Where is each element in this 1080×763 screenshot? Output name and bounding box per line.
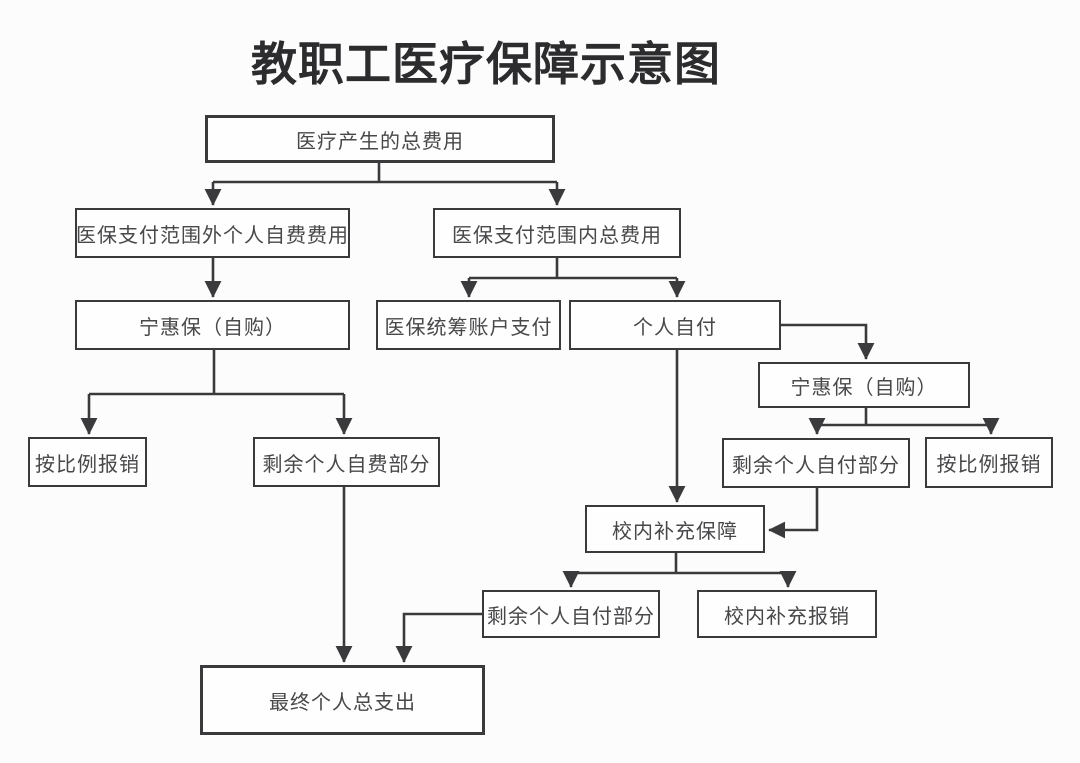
node-remaining-self-paid-bottom-label: 剩余个人自付部分 (487, 605, 655, 628)
node-pooled-account-label: 医保统筹账户支付 (384, 316, 553, 339)
node-pooled-account-pay: 医保统筹账户支付 (376, 300, 561, 350)
node-school-security-label: 校内补充保障 (612, 520, 738, 543)
node-reimburse-right-label: 按比例报销 (936, 454, 1042, 476)
node-out-of-scope-self-funded: 医保支付范围外个人自费费用 (75, 208, 350, 258)
node-school-supplementary-security: 校内补充保障 (585, 505, 765, 553)
edge-in-scope-split (460, 258, 686, 298)
node-in-scope-label: 医保支付范围内总费用 (452, 224, 662, 247)
node-final-total-label: 最终个人总支出 (269, 691, 416, 714)
edge-remaining-right-to-school-security (768, 488, 819, 539)
node-total-cost-label: 医疗产生的总费用 (296, 130, 464, 153)
edge-total-cost-split (204, 163, 566, 206)
node-ninghuibao-left-label: 宁惠保（自购） (139, 316, 286, 339)
node-ninghuibao-right-label: 宁惠保（自购） (790, 376, 938, 399)
node-remaining-self-paid-right-label: 剩余个人自付部分 (732, 454, 900, 477)
node-personal-self-pay: 个人自付 (569, 300, 781, 350)
edge-school-security-split (562, 553, 797, 588)
node-remaining-self-paid-bottom: 剩余个人自付部分 (482, 590, 660, 638)
node-ninghuibao-right: 宁惠保（自购） (758, 362, 970, 408)
diagram-title: 教职工医疗保障示意图 (251, 38, 721, 90)
node-out-of-scope-label: 医保支付范围外个人自费费用 (76, 224, 349, 247)
node-proportional-reimburse-right: 按比例报销 (925, 437, 1053, 488)
node-total-cost: 医疗产生的总费用 (205, 115, 555, 163)
edge-self-pay-to-ninghuibao-right (781, 323, 875, 360)
node-remaining-self-funded: 剩余个人自费部分 (253, 437, 440, 487)
node-remaining-self-paid-right: 剩余个人自付部分 (722, 438, 910, 488)
edge-ninghuibao-right-split (808, 408, 1000, 435)
edge-remaining-bottom-to-final (395, 612, 482, 663)
node-school-supplementary-reimburse: 校内补充报销 (697, 590, 877, 638)
node-in-scope-total: 医保支付范围内总费用 (433, 208, 681, 258)
node-proportional-reimburse-left: 按比例报销 (28, 437, 147, 487)
node-school-reimburse-label: 校内补充报销 (724, 605, 850, 628)
node-ninghuibao-left: 宁惠保（自购） (75, 300, 350, 350)
node-self-pay-label: 个人自付 (633, 316, 717, 339)
node-reimburse-left-label: 按比例报销 (35, 453, 140, 476)
node-remaining-self-funded-label: 剩余个人自费部分 (262, 453, 431, 476)
node-final-personal-total: 最终个人总支出 (200, 665, 485, 735)
edge-ninghuibao-left-split (80, 350, 353, 435)
